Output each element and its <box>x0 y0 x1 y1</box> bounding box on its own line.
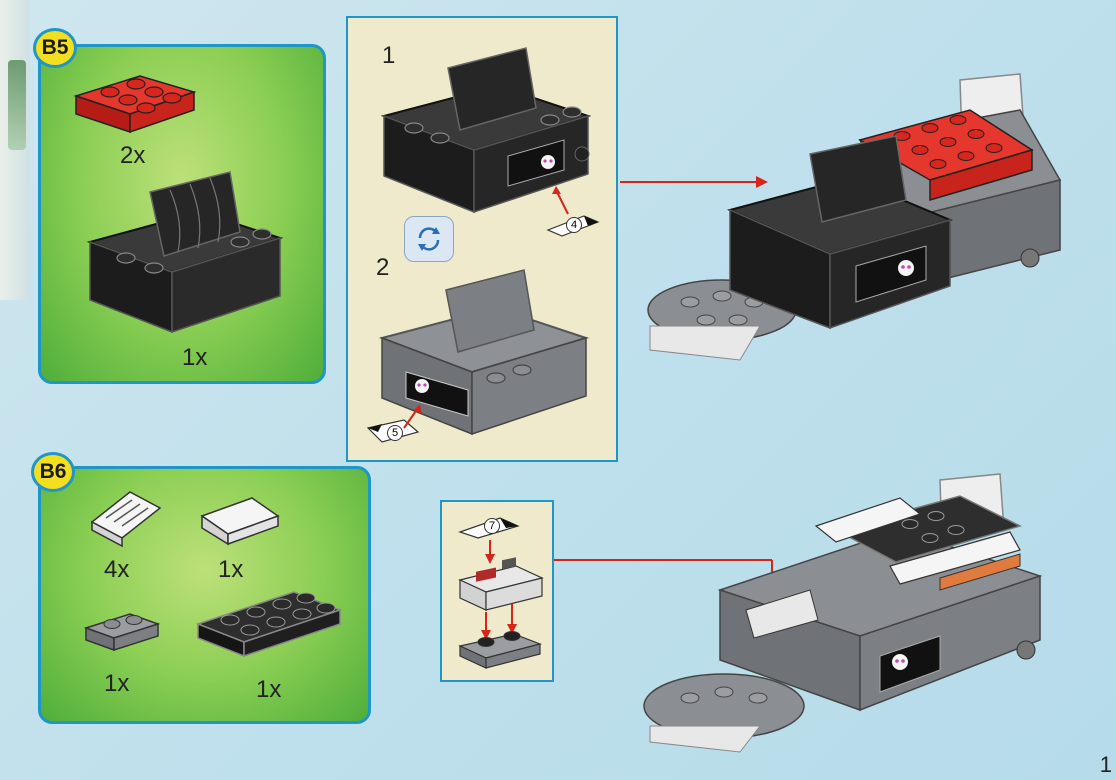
b5-qty-black-seat: 1x <box>182 344 208 371</box>
red-plate-icon <box>73 75 197 134</box>
b5-result-arrow <box>620 176 768 188</box>
step-1-black-seat <box>380 47 592 214</box>
step-1-number: 1 <box>382 42 396 69</box>
b5-qty-red-plate: 2x <box>120 142 146 169</box>
b6-qty-grille-slope: 4x <box>104 556 130 583</box>
step-2-number: 2 <box>376 254 390 281</box>
b5-assembled-vehicle <box>647 73 1062 361</box>
b6-qty-gray-plate: 1x <box>104 670 130 697</box>
b6-parts-panel <box>38 466 371 724</box>
b5-badge: B5 <box>33 28 77 68</box>
white-grille-slope-icon <box>90 491 162 548</box>
callout-4-arrow <box>552 186 569 215</box>
callout-5-arrow <box>403 404 422 429</box>
gray-plate-icon <box>83 613 161 652</box>
white-slope-icon <box>200 497 280 546</box>
b6-qty-black-plate: 1x <box>256 676 282 703</box>
callout-4-label: 4 <box>566 217 582 233</box>
black-plate-icon <box>195 591 343 658</box>
page-number: 1 <box>1099 752 1112 777</box>
b6-step-assembly <box>458 540 544 669</box>
callout-7-label: 7 <box>484 518 500 534</box>
b6-badge: B6 <box>31 452 75 492</box>
previous-page-edge <box>0 0 30 300</box>
callout-5-label: 5 <box>387 425 403 441</box>
b6-qty-white-slope: 1x <box>218 556 244 583</box>
b6-assembled-vehicle <box>643 473 1043 753</box>
step-2-gray-seat <box>378 269 590 436</box>
black-seat-icon <box>86 171 284 334</box>
rotate-icon <box>404 216 454 262</box>
